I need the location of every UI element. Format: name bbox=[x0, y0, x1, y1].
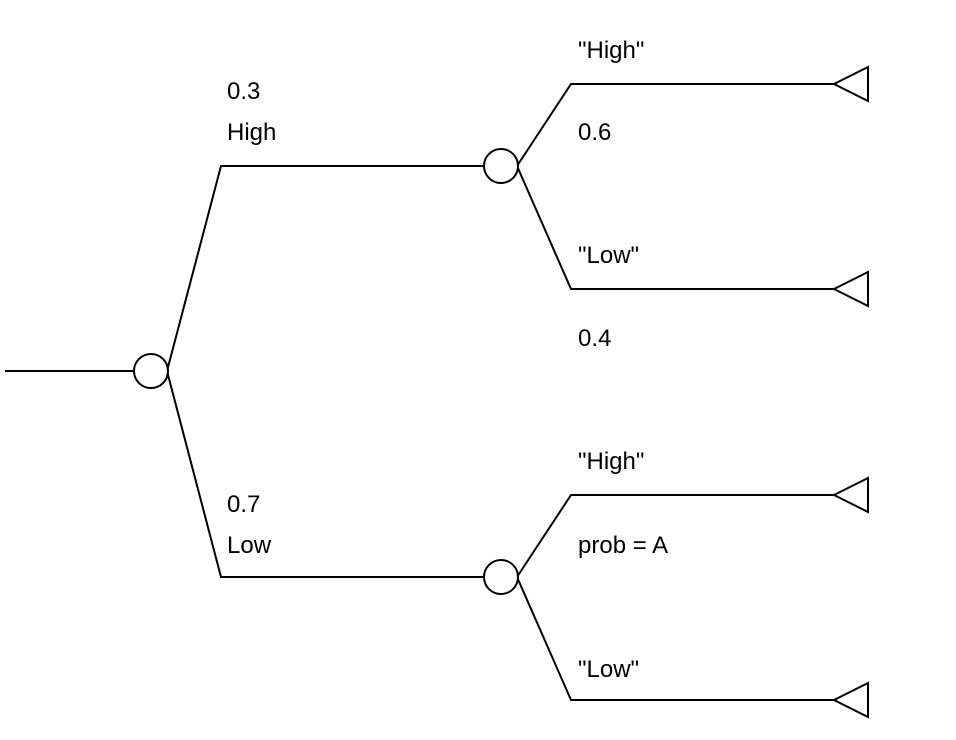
terminal-node-high-low bbox=[831, 270, 869, 308]
terminal-node-low-high bbox=[831, 476, 869, 514]
outcome-low-high-probability: prob = A bbox=[578, 532, 668, 559]
outcome-high-low-line bbox=[516, 165, 834, 290]
outcome-high-high-line bbox=[516, 83, 834, 167]
outcome-high-low-label: "Low" bbox=[578, 242, 639, 269]
outcome-low-high-line bbox=[516, 494, 834, 578]
branch-high-label: High bbox=[227, 119, 276, 146]
branch-low-label: Low bbox=[227, 532, 272, 559]
chance-node-low bbox=[483, 559, 519, 595]
branch-low-line bbox=[166, 370, 485, 578]
terminal-node-low-low bbox=[831, 681, 869, 719]
branch-high-line bbox=[166, 165, 485, 372]
outcome-high-low-probability: 0.4 bbox=[578, 325, 611, 352]
terminal-node-high-high bbox=[831, 65, 869, 103]
outcome-high-high-probability: 0.6 bbox=[578, 119, 611, 146]
outcome-low-low-line bbox=[516, 576, 834, 701]
branch-low-probability: 0.7 bbox=[227, 491, 260, 518]
chance-node-root bbox=[133, 353, 169, 389]
outcome-low-low-label: "Low" bbox=[578, 656, 639, 683]
outcome-low-high-label: "High" bbox=[578, 448, 644, 475]
branch-high-probability: 0.3 bbox=[227, 78, 260, 105]
outcome-high-high-label: "High" bbox=[578, 37, 644, 64]
chance-node-high bbox=[483, 148, 519, 184]
